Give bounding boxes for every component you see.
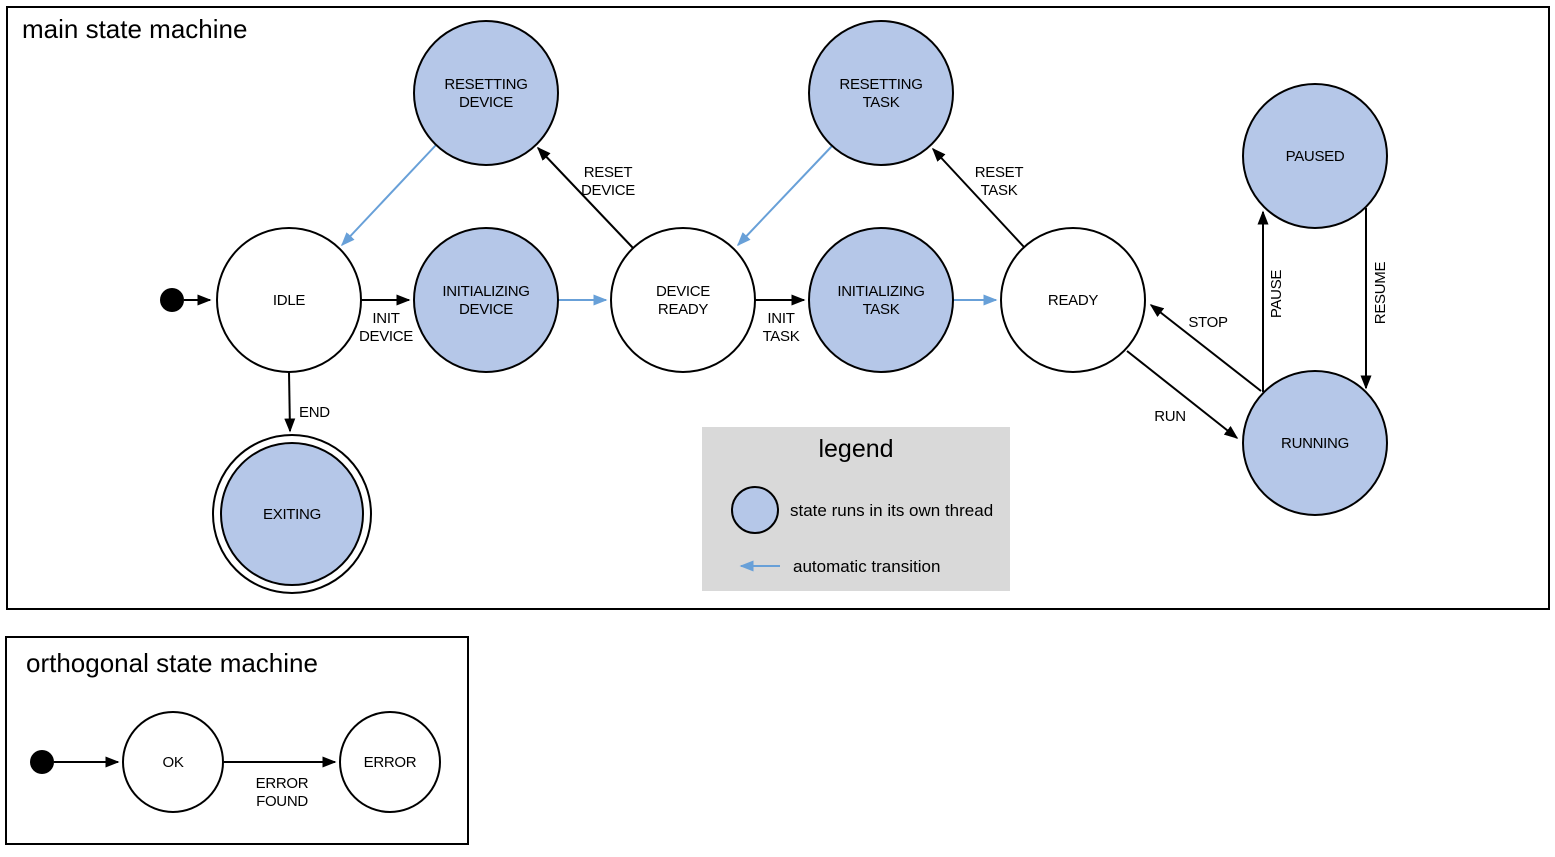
state-ready: [1000, 227, 1146, 373]
initial-state-dot: [160, 288, 184, 312]
legend-thread-state-swatch: [731, 486, 779, 534]
state-device-ready-label-line2: READY: [658, 301, 708, 318]
transition-init-task-label-line1: INIT: [767, 310, 794, 327]
transition-init-task-label-line2: TASK: [763, 328, 800, 345]
transition-stop: [1149, 304, 1262, 392]
transition-reset-task: [931, 147, 1025, 248]
state-exiting-label: EXITING: [263, 506, 321, 523]
transition-init-device-label-line2: DEVICE: [359, 328, 413, 345]
transition-auto-resetting-task-to-device-ready: [736, 145, 833, 247]
transition-run: [1126, 350, 1239, 439]
transition-stop-label: STOP: [1188, 314, 1228, 331]
orthogonal-initial-state-dot: [30, 750, 54, 774]
transition-error-found-label-line1: ERROR: [256, 775, 309, 792]
legend: legend state runs in its own thread auto…: [702, 427, 1010, 591]
state-initializing-task: [808, 227, 954, 373]
transition-auto-resetting-device-to-idle: [340, 144, 437, 247]
transition-reset-task-label-line2: TASK: [981, 182, 1018, 199]
orthogonal-state-machine: orthogonal state machine OK ERROR FOUND …: [5, 636, 469, 845]
state-idle-label: IDLE: [273, 292, 305, 309]
state-resetting-task: [808, 20, 954, 166]
state-ready-label: READY: [1048, 292, 1098, 309]
transition-run-label: RUN: [1154, 408, 1186, 425]
state-initializing-device: [413, 227, 559, 373]
legend-auto-item-label: automatic transition: [793, 557, 940, 576]
state-exiting: [220, 442, 364, 586]
state-ok: [122, 711, 224, 813]
state-error-label: ERROR: [364, 754, 417, 771]
transition-reset-device: [536, 146, 634, 249]
orthogonal-frame-border: [5, 636, 469, 845]
orthogonal-frame-title: orthogonal state machine: [26, 648, 318, 678]
state-error: [339, 711, 441, 813]
transition-end: [284, 371, 296, 433]
main-frame-title: main state machine: [22, 14, 247, 44]
transition-reset-device-label-line1: RESET: [584, 164, 633, 181]
state-paused: [1242, 83, 1388, 229]
transition-init-device-label-line1: INIT: [372, 310, 399, 327]
state-paused-label: PAUSED: [1286, 148, 1345, 165]
state-running-label: RUNNING: [1281, 435, 1349, 452]
state-resetting-device-label-line2: DEVICE: [459, 94, 513, 111]
transition-reset-device-label-line2: DEVICE: [581, 182, 635, 199]
state-initializing-device-label-line2: DEVICE: [459, 301, 513, 318]
transition-pause-label: PAUSE: [1268, 270, 1285, 319]
legend-title: legend: [818, 435, 893, 463]
state-initializing-task-label-line2: TASK: [863, 301, 900, 318]
transition-error-found-label-line2: FOUND: [256, 793, 308, 810]
legend-thread-item-label: state runs in its own thread: [790, 501, 993, 520]
main-frame-border: [6, 6, 1550, 610]
state-initializing-task-label-line1: INITIALIZING: [837, 283, 924, 300]
transition-reset-task-label-line1: RESET: [975, 164, 1024, 181]
state-resetting-device-label-line1: RESETTING: [444, 76, 527, 93]
state-resetting-task-label-line2: TASK: [863, 94, 900, 111]
state-device-ready: [610, 227, 756, 373]
main-state-machine: main state machine INIT DEVICE INIT TASK…: [6, 6, 1550, 610]
state-idle: [216, 227, 362, 373]
state-initializing-device-label-line1: INITIALIZING: [442, 283, 529, 300]
transition-resume-label: RESUME: [1372, 262, 1389, 325]
state-resetting-device: [413, 20, 559, 166]
state-running: [1242, 370, 1388, 516]
state-resetting-task-label-line1: RESETTING: [839, 76, 922, 93]
transition-end-label: END: [299, 404, 330, 421]
state-ok-label: OK: [162, 754, 183, 771]
state-device-ready-label-line1: DEVICE: [656, 283, 710, 300]
